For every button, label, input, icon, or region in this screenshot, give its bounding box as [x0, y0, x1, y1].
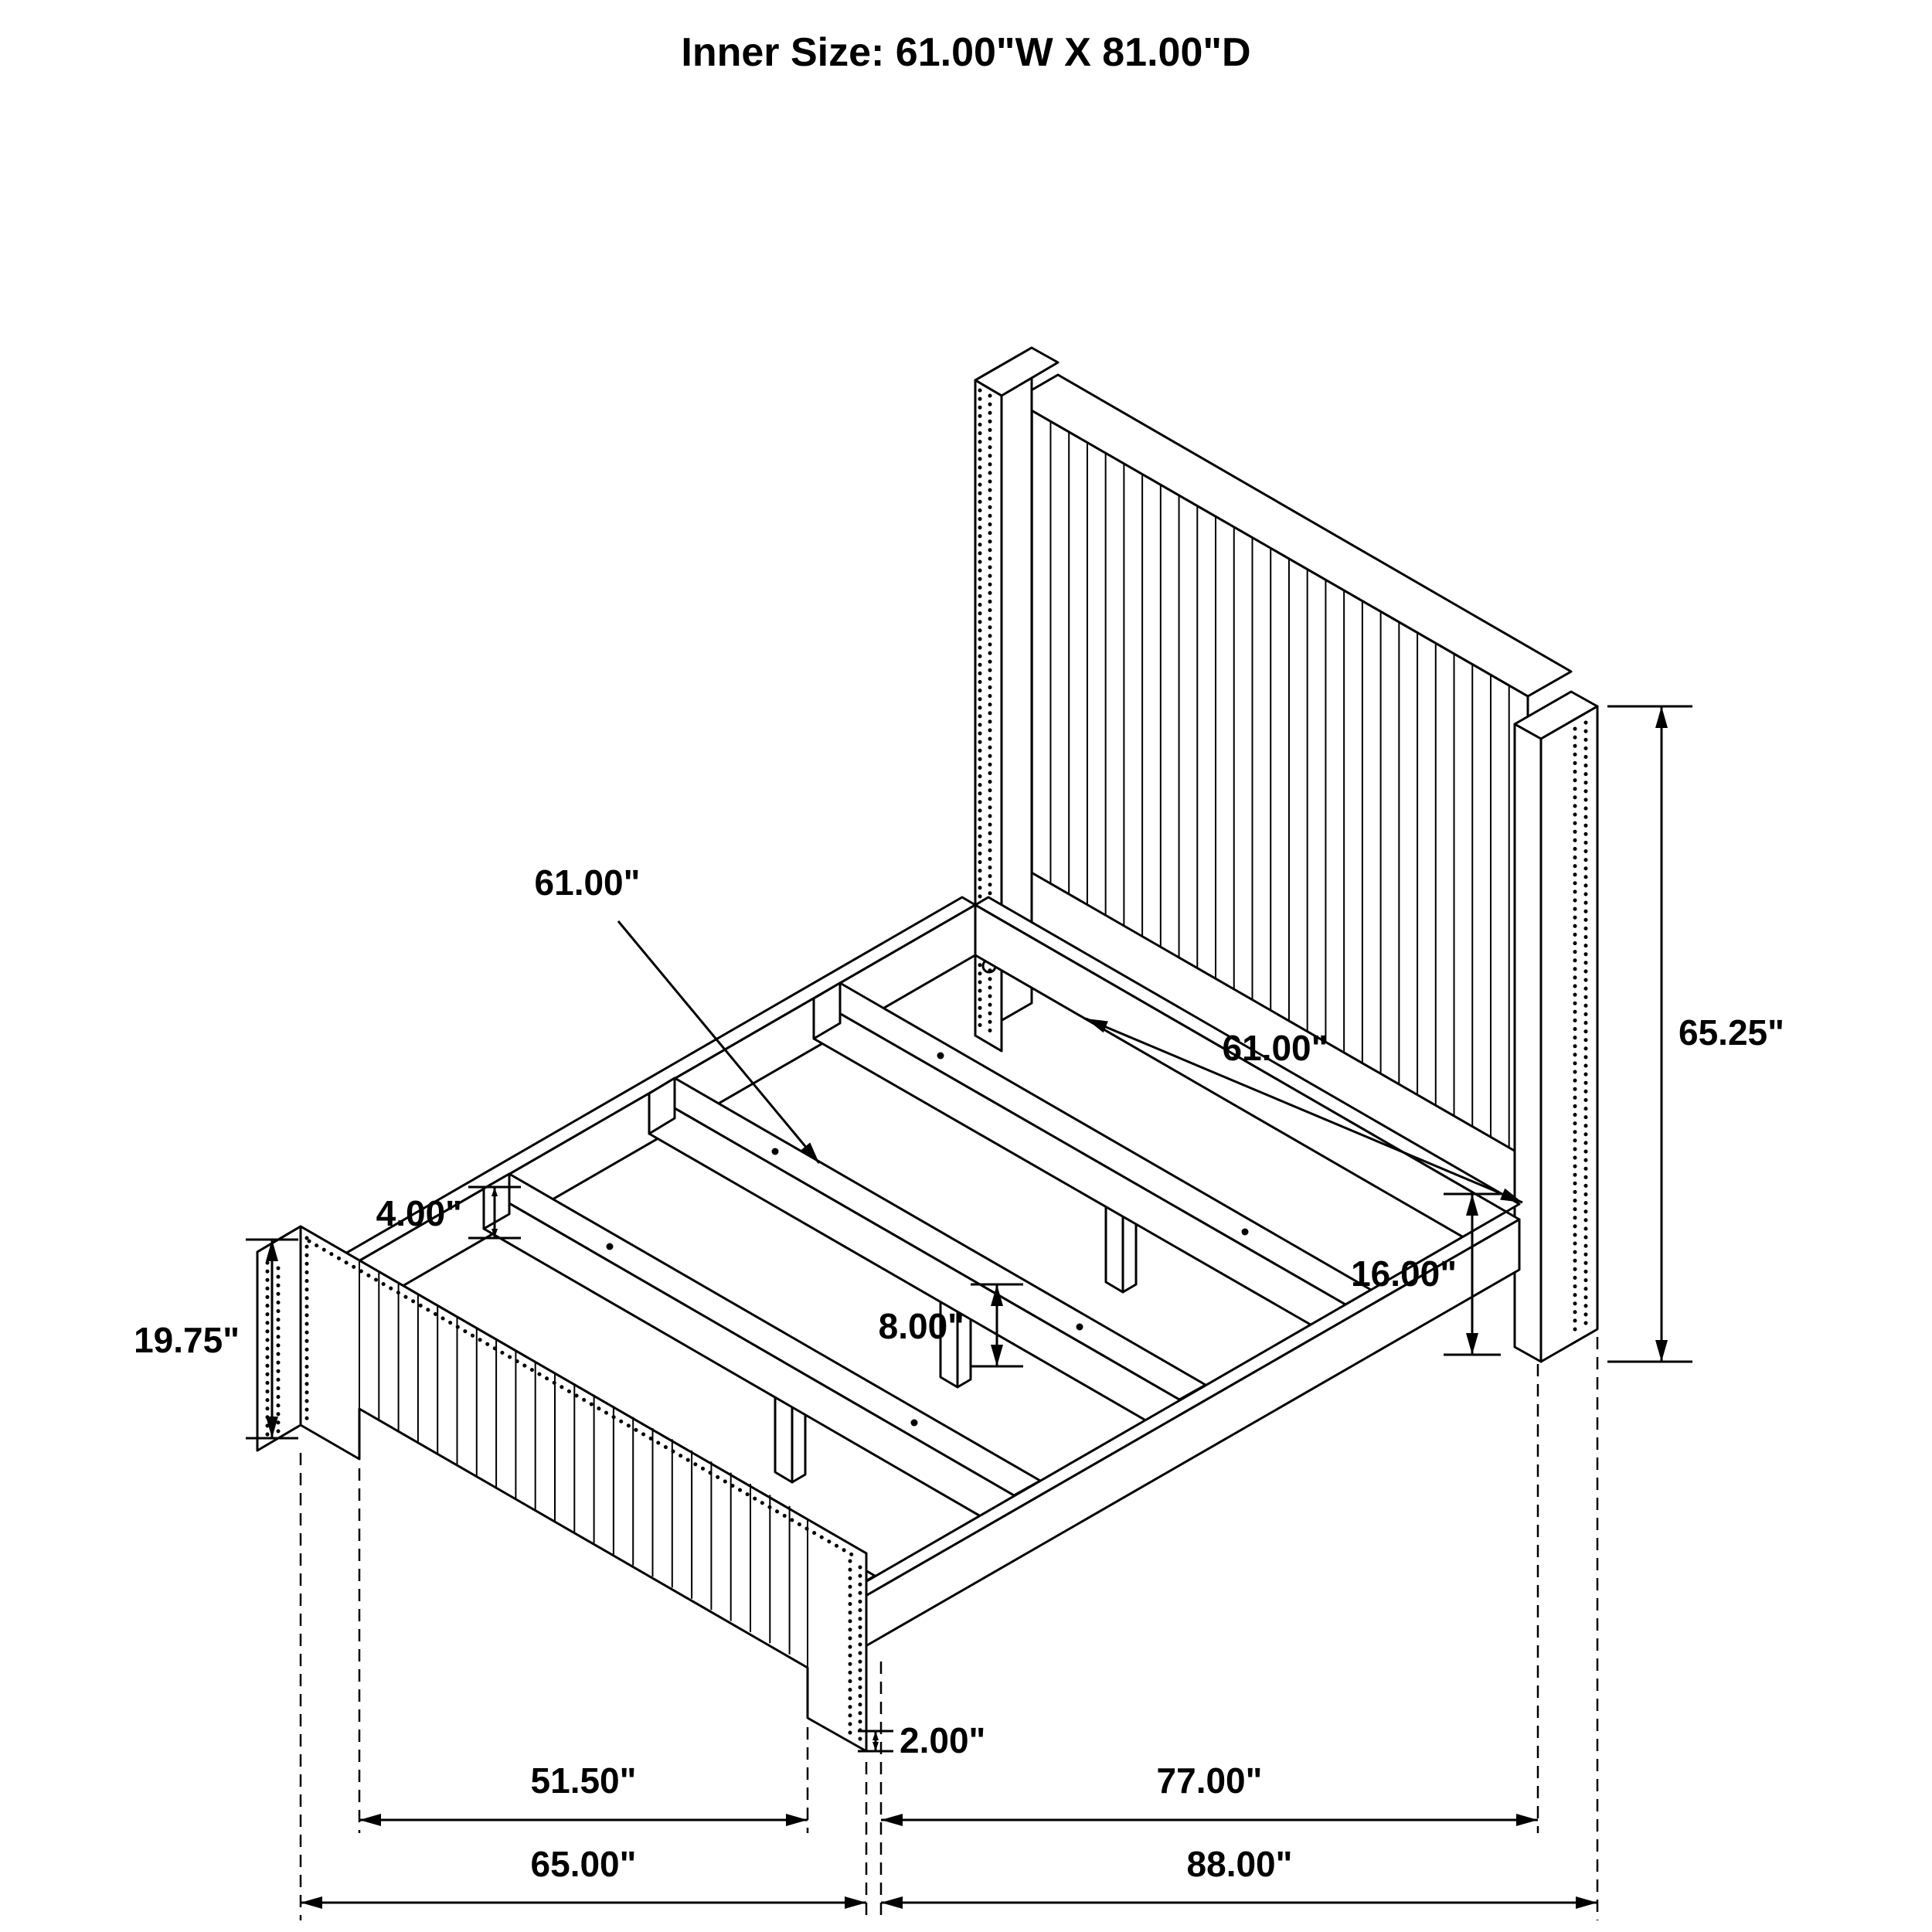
extension-lines [299, 1337, 1599, 1920]
svg-text:4.00": 4.00" [376, 1193, 462, 1233]
svg-text:77.00": 77.00" [1157, 1760, 1263, 1801]
svg-text:8.00": 8.00" [879, 1306, 964, 1346]
dim-headboard-height: 65.25" [1607, 705, 1784, 1363]
support-leg-1 [1104, 1200, 1138, 1294]
footboard-inner-face [299, 1225, 868, 1753]
dim-footboard-outer-width: 65.00" [301, 1844, 866, 1909]
screw-hole [937, 1052, 944, 1060]
support-leg-2 [939, 1295, 972, 1389]
svg-text:19.75": 19.75" [134, 1320, 240, 1360]
dim-foot-glide-height: 2.00" [858, 1720, 985, 1760]
dim-slat-length-label: 61.00" [535, 862, 641, 903]
headboard-right-wing-post [1513, 690, 1599, 1363]
dim-footboard-inner-width: 51.50" [359, 1760, 808, 1826]
diagram-title: Inner Size: 61.00"W X 81.00"D [681, 30, 1250, 75]
footboard-channel-tufting [378, 1272, 791, 1655]
dim-footboard-height: 19.75" [134, 1238, 298, 1440]
svg-text:51.50": 51.50" [531, 1760, 637, 1801]
dim-side-rail-length: 77.00" [881, 1760, 1538, 1826]
dim-slat-width: 4.00" [376, 1185, 521, 1240]
dim-slat-length: 61.00" [535, 862, 821, 1164]
svg-text:65.00": 65.00" [531, 1844, 637, 1884]
svg-text:16.00": 16.00" [1351, 1253, 1457, 1294]
slat-2 [648, 1077, 1207, 1441]
slat-3 [482, 1172, 1042, 1537]
svg-text:61.00": 61.00" [1223, 1028, 1328, 1068]
dim-headboard-inner-width: 61.00" [1085, 1017, 1523, 1204]
leader-arrow [617, 920, 821, 1164]
svg-text:65.25": 65.25" [1679, 1012, 1784, 1053]
footboard [256, 1225, 868, 1753]
dim-center-support-height: 8.00" [879, 1283, 1023, 1368]
svg-text:88.00": 88.00" [1187, 1844, 1293, 1884]
svg-text:2.00": 2.00" [900, 1720, 985, 1760]
right-side-rail [848, 1210, 1521, 1650]
annotations: Inner Size: 61.00"W X 81.00"D 61.00" 61.… [134, 30, 1784, 1920]
dim-overall-depth: 88.00" [881, 1844, 1597, 1909]
dim-rail-height: 16.00" [1351, 1192, 1501, 1356]
